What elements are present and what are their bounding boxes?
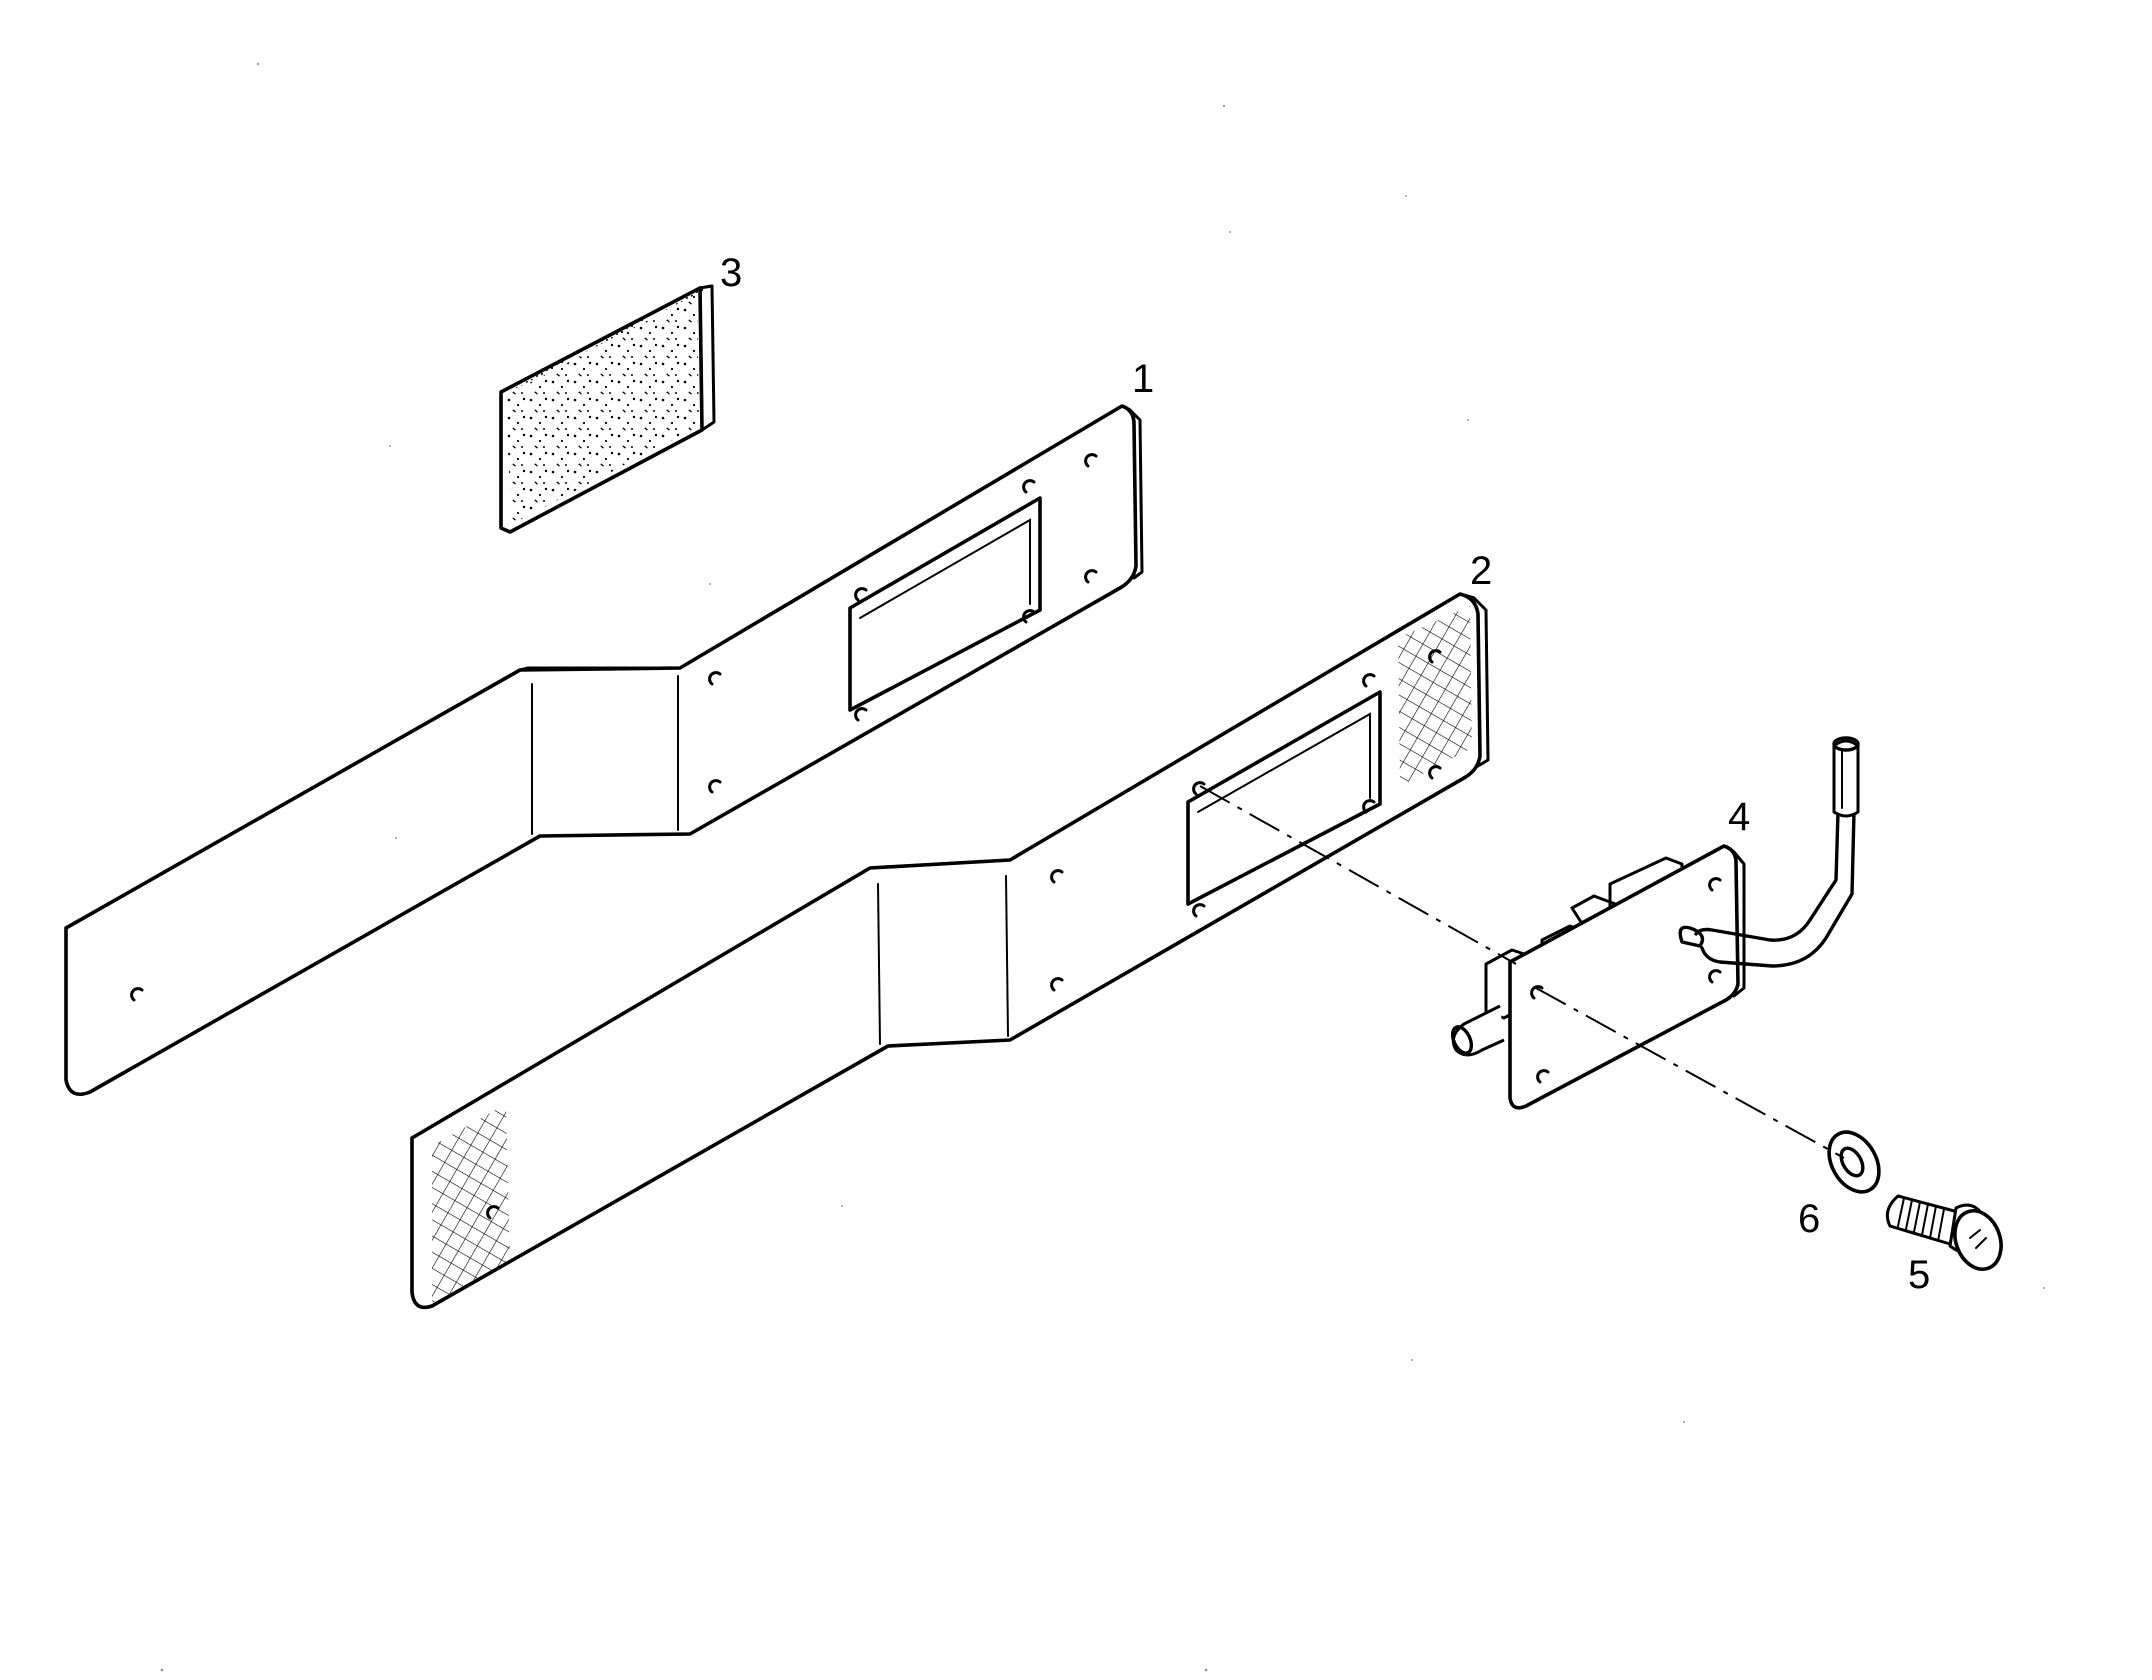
callout-3: 3 [720,251,742,295]
callout-4: 4 [1728,795,1750,839]
assembly-centerline-lower [1535,987,1845,1159]
part-6-washer [1827,1130,1881,1194]
part-3-felt-pad [499,284,716,534]
part-2-bracket [410,592,1490,1310]
callout-1: 1 [1132,357,1154,401]
callout-2: 2 [1470,549,1492,593]
part-4-latch [1450,736,1860,1110]
part-1-bracket [64,404,1144,1097]
scan-specks [160,62,2045,1672]
callout-5: 5 [1908,1253,1930,1297]
part-5-screw [1885,1194,2003,1271]
callout-6: 6 [1798,1197,1820,1241]
assembly-centerline-upper [1199,785,1517,965]
